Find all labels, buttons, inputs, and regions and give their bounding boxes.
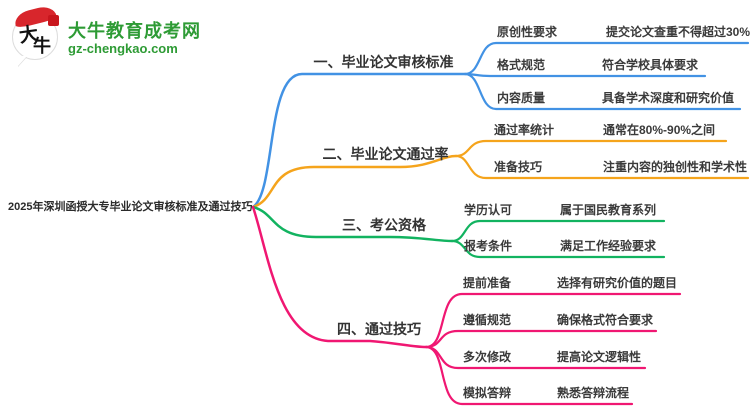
- site-url: gz-chengkao.com: [68, 41, 178, 56]
- branch4-item3-key: 多次修改: [463, 350, 512, 364]
- branch3-item1-value: 属于国民教育系列: [560, 203, 657, 217]
- branch1-item2-key: 格式规范: [497, 58, 546, 72]
- branch2-trunk-line: [251, 154, 458, 209]
- branch2-item2-value: 注重内容的独创性和学术性: [603, 160, 748, 174]
- branch4-item1-key: 提前准备: [463, 276, 512, 290]
- logo-bubble-tail: [18, 56, 27, 66]
- branch4-row1-line: [424, 292, 682, 349]
- site-name: 大牛教育成考网: [68, 21, 201, 41]
- branch1-row2-line: [463, 72, 707, 78]
- branch3-row1-line: [450, 219, 666, 243]
- branch1-label: 一、毕业论文审核标准: [313, 54, 454, 70]
- branch3-item2-key: 报考条件: [464, 239, 513, 253]
- branch2-row2-line: [454, 154, 750, 180]
- branch1-item1-key: 原创性要求: [497, 25, 558, 39]
- branch2-item1-key: 通过率统计: [494, 123, 555, 137]
- root-topic: 2025年深圳函授大专毕业论文审核标准及通过技巧: [8, 201, 253, 213]
- branch3-label: 三、考公资格: [342, 217, 426, 233]
- branch1-item3-value: 具备学术深度和研究价值: [602, 91, 735, 105]
- branch4-label: 四、通过技巧: [337, 321, 421, 337]
- branch4-row2-line: [424, 329, 658, 349]
- branch4-item2-key: 遵循规范: [463, 313, 512, 327]
- branch1-item2-value: 符合学校具体要求: [602, 58, 699, 72]
- branch3-trunk-line: [251, 205, 454, 243]
- branch4-row4-line: [424, 345, 634, 406]
- logo-mark-char2: 牛: [33, 36, 51, 57]
- branch4-trunk-line: [251, 205, 428, 349]
- branch4-item2-value: 确保格式符合要求: [557, 313, 654, 327]
- branch2-item2-key: 准备技巧: [494, 160, 543, 174]
- branch4-item4-value: 熟悉答辩流程: [557, 386, 630, 400]
- branch4-item3-value: 提高论文逻辑性: [557, 350, 642, 364]
- branch2-row1-line: [454, 139, 728, 158]
- branch1-item3-key: 内容质量: [497, 91, 546, 105]
- branch3-row2-line: [450, 239, 666, 259]
- branch4-item1-value: 选择有研究价值的题目: [557, 276, 678, 290]
- branch3-item2-value: 满足工作经验要求: [560, 239, 657, 253]
- branch2-item1-value: 通常在80%-90%之间: [603, 123, 716, 137]
- branch1-item1-value: 提交论文查重不得超过30%: [606, 25, 750, 39]
- branch1-row1-line: [463, 41, 750, 76]
- site-logo: 大 牛 大牛教育成考网 gz-chengkao.com: [12, 4, 227, 66]
- branch3-item1-key: 学历认可: [464, 203, 513, 217]
- branch2-label: 二、毕业论文通过率: [322, 146, 449, 162]
- branch1-row3-line: [463, 72, 742, 111]
- branch4-item4-key: 模拟答辩: [463, 386, 512, 400]
- logo-seal-icon: [48, 15, 59, 26]
- branch1-trunk-line: [251, 72, 467, 209]
